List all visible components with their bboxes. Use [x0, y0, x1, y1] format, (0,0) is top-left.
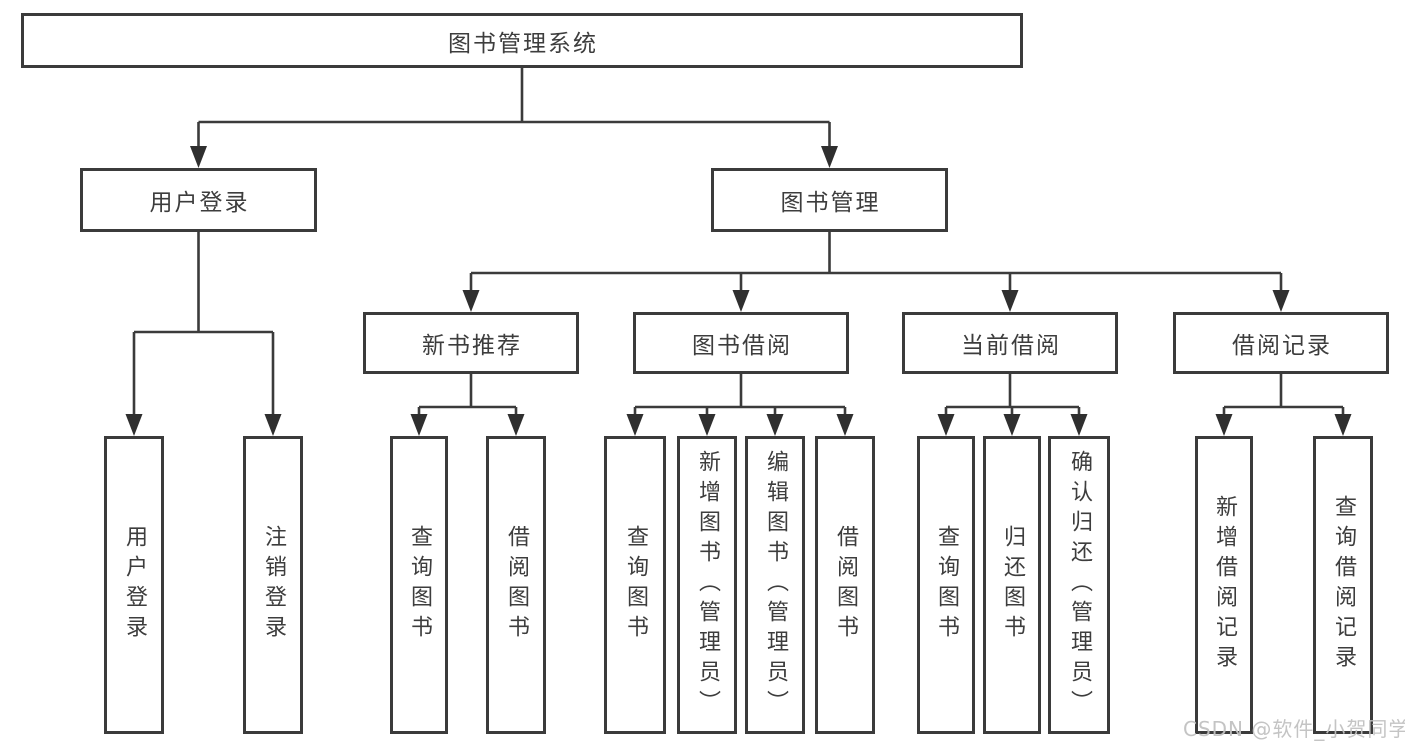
leaf-query-books-borrow: 查询图书	[604, 436, 666, 734]
node-root: 图书管理系统	[21, 13, 1023, 68]
leaf-query-books-current: 查询图书	[917, 436, 975, 734]
leaf-add-borrow-record: 新增借阅记录	[1195, 436, 1253, 734]
leaf-label: 借阅图书	[833, 525, 858, 645]
leaf-logout-login: 注销登录	[243, 436, 303, 734]
node-borrow-records: 借阅记录	[1173, 312, 1389, 374]
leaf-label: 注销登录	[261, 525, 286, 645]
leaf-user-login: 用户登录	[104, 436, 164, 734]
leaf-edit-book-admin: 编辑图书（管理员）	[745, 436, 805, 734]
leaf-label: 新增图书（管理员）	[695, 450, 720, 720]
leaf-borrow-books-recommend: 借阅图书	[486, 436, 546, 734]
leaf-label: 借阅图书	[504, 525, 529, 645]
leaf-label: 查询图书	[407, 525, 432, 645]
leaf-label: 查询图书	[934, 525, 959, 645]
leaf-label: 确认归还（管理员）	[1067, 450, 1092, 720]
leaf-add-book-admin: 新增图书（管理员）	[677, 436, 737, 734]
node-book-management: 图书管理	[711, 168, 948, 232]
node-current-borrow: 当前借阅	[902, 312, 1118, 374]
leaf-query-books-recommend: 查询图书	[390, 436, 448, 734]
leaf-borrow-books: 借阅图书	[815, 436, 875, 734]
node-book-borrow: 图书借阅	[633, 312, 849, 374]
leaf-label: 编辑图书（管理员）	[763, 450, 788, 720]
leaf-return-book: 归还图书	[983, 436, 1041, 734]
leaf-label: 新增借阅记录	[1212, 495, 1237, 675]
node-user-login: 用户登录	[80, 168, 317, 232]
leaf-label: 归还图书	[1000, 525, 1025, 645]
leaf-confirm-return-admin: 确认归还（管理员）	[1048, 436, 1110, 734]
watermark: CSDN @软件_小贺同学	[1183, 717, 1405, 741]
leaf-query-borrow-record: 查询借阅记录	[1313, 436, 1373, 734]
leaf-label: 查询图书	[623, 525, 648, 645]
leaf-label: 查询借阅记录	[1331, 495, 1356, 675]
node-new-book-recommend: 新书推荐	[363, 312, 579, 374]
leaf-label: 用户登录	[122, 525, 147, 645]
